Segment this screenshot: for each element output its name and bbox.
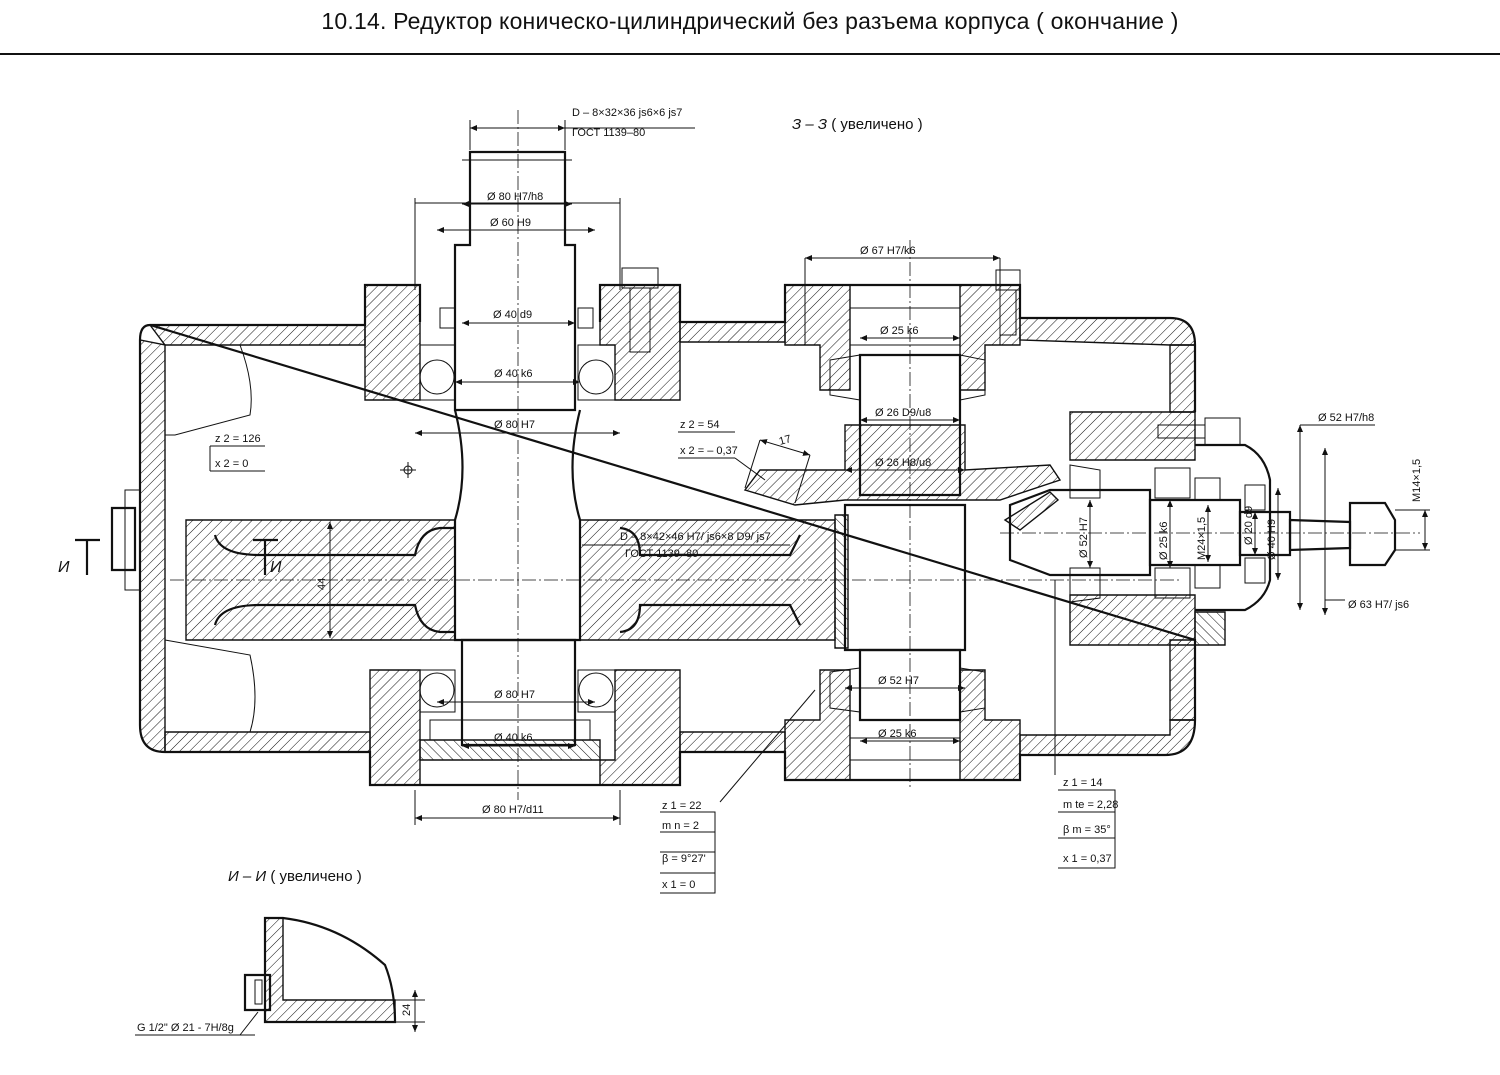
dim-d80-h7d11: Ø 80 H7/d11 [482, 804, 544, 816]
intermediate-shaft [170, 240, 1180, 790]
gear-mn-2: m n = 2 [662, 820, 699, 832]
housing [110, 267, 1272, 787]
dim-d52-h7-r: Ø 52 H7 [1078, 517, 1090, 558]
dim-d80-h7h8: Ø 80 H7/h8 [487, 191, 543, 203]
dim-d40-k6-bot: Ø 40 k6 [494, 732, 533, 744]
section-33-label: З – З ( увеличено ) [792, 116, 923, 133]
input-pinion-shaft [1000, 464, 1420, 603]
thread-g-label: G 1/2" Ø 21 - 7H/8g [137, 1022, 234, 1034]
spline-mid-line1: D – 8×42×46 H7/ js6×8 D9/ js7 [620, 531, 771, 543]
dim-d40-k6-top: Ø 40 k6 [494, 368, 533, 380]
dim-d52-h7h8: Ø 52 H7/h8 [1318, 412, 1374, 424]
dim-d67-h7k6: Ø 67 H7/k6 [860, 245, 916, 257]
dim-d80-h7-top: Ø 80 H7 [494, 419, 535, 431]
gear-z2-54: z 2 = 54 [680, 419, 719, 431]
title-rule [0, 53, 1500, 55]
section-ii-note: ( увеличено ) [270, 868, 362, 885]
detail-ii [135, 916, 425, 1036]
cut-mark-left: И [58, 559, 70, 576]
dim-17: 17 [778, 433, 793, 448]
gear-mte: m te = 2,28 [1063, 799, 1118, 811]
page-title: 10.14. Редуктор коническо-цилиндрический… [321, 8, 1179, 34]
dim-d60-h9: Ø 60 H9 [490, 217, 531, 229]
dim-d26-h8u8: Ø 26 H8/u8 [875, 457, 931, 469]
gear-x1-0: x 1 = 0 [662, 879, 695, 891]
dim-m14: M14×1,5 [1411, 459, 1423, 502]
dim-d25-k6-top: Ø 25 k6 [880, 325, 919, 337]
dim-m24: M24×1,5 [1196, 517, 1208, 560]
spline-top-line2: ГОСТ 1139–80 [572, 127, 645, 139]
gear-beta-9: β = 9°27' [662, 853, 706, 865]
dim-d25-k6-bot: Ø 25 k6 [878, 728, 917, 740]
dim-d80-h7-bot: Ø 80 H7 [494, 689, 535, 701]
spline-top-line1: D – 8×32×36 js6×6 js7 [572, 107, 682, 119]
dim-d52-h7-bot: Ø 52 H7 [878, 675, 919, 687]
dimension-lines [75, 120, 1430, 894]
section-33-name: З – З [792, 116, 828, 133]
gear-beta-m: β m = 35° [1063, 824, 1111, 836]
gear-z1-14: z 1 = 14 [1063, 777, 1102, 789]
section-ii-label: И – И ( увеличено ) [228, 868, 362, 885]
spline-mid-line2: ГОСТ 1139–80 [625, 548, 698, 560]
labels: D – 8×32×36 js6×6 js7 ГОСТ 1139–80 Ø 80 … [58, 107, 1423, 1034]
dim-d40-d9: Ø 40 d9 [493, 309, 532, 321]
dim-44: 44 [316, 578, 328, 590]
dim-d20-d9: Ø 20 d9 [1243, 506, 1255, 545]
gear-x2-0: x 2 = 0 [215, 458, 248, 470]
section-33-note: ( увеличено ) [831, 116, 923, 133]
cut-mark-right: И [270, 559, 282, 576]
gear-z1-22: z 1 = 22 [662, 800, 701, 812]
dim-d40-h9: Ø 40 H9 [1266, 519, 1278, 560]
dim-d63-h7js6: Ø 63 H7/ js6 [1348, 599, 1409, 611]
dim-d25-k6-r: Ø 25 k6 [1158, 521, 1170, 560]
gear-x2-neg: x 2 = – 0,37 [680, 445, 738, 457]
gear-z2-126: z 2 = 126 [215, 433, 261, 445]
gear-x1-037: x 1 = 0,37 [1063, 853, 1112, 865]
section-ii-name: И – И [228, 868, 267, 885]
dim-d26-d9u8: Ø 26 D9/u8 [875, 407, 931, 419]
dim-24: 24 [401, 1004, 413, 1016]
